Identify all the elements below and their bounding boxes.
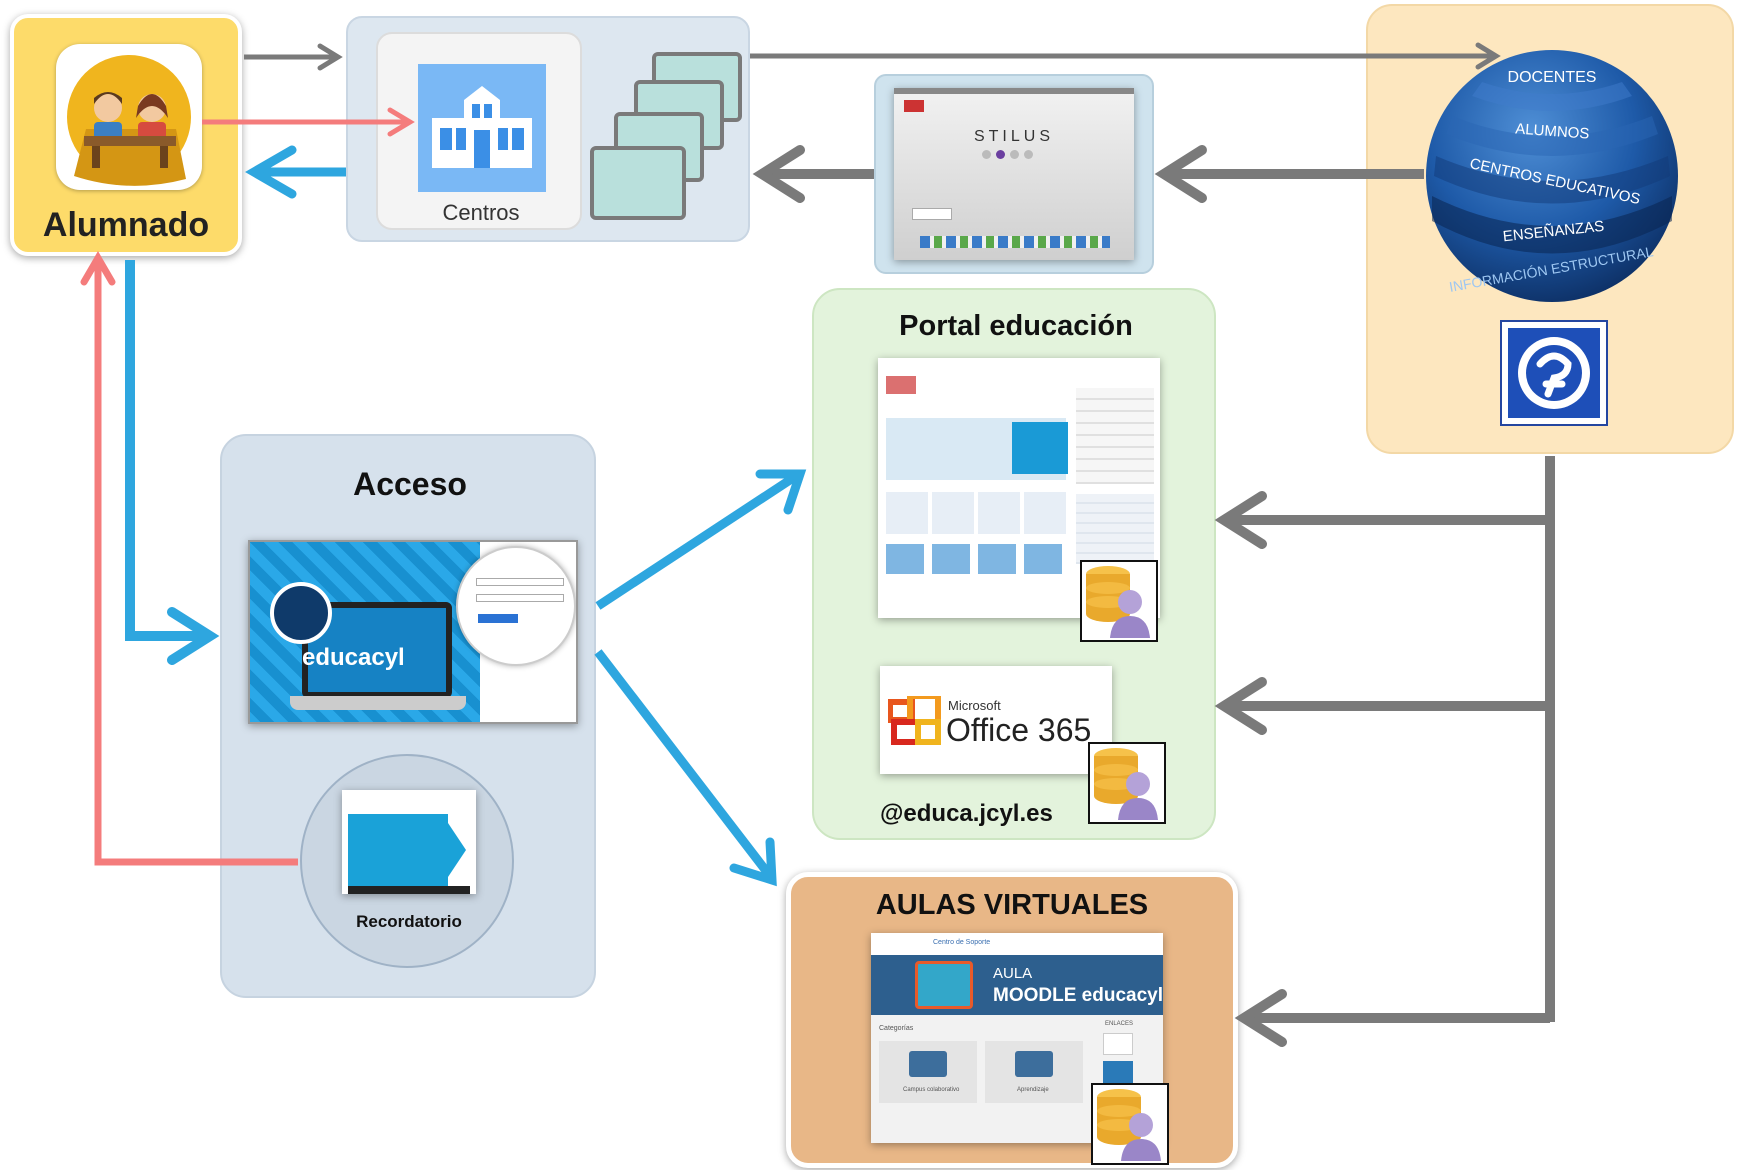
centros-group: Centros	[346, 16, 750, 242]
sphere-panel: DOCENTES ALUMNOS CENTROS EDUCATIVOS ENSE…	[1366, 4, 1734, 454]
alumnado-label: Alumnado	[42, 206, 210, 244]
database-user-icon	[1097, 1089, 1161, 1161]
school-building-icon	[432, 86, 532, 168]
moodle-categorias: Categorías	[879, 1025, 914, 1032]
folder-icon	[909, 1051, 947, 1077]
screen-layer-1	[590, 146, 686, 220]
folder-icon	[1015, 1051, 1053, 1077]
stilus-screenshot: STILUS	[894, 88, 1134, 260]
school-icon-tile	[418, 64, 546, 192]
moodle-enlaces: ENLACES	[1105, 1021, 1134, 1027]
moodle-aula-line2: MOODLE educacyl	[993, 985, 1163, 1006]
office-name: Office 365	[946, 712, 1092, 748]
sphere-layer-alumnos: ALUMNOS	[1515, 120, 1590, 142]
moodle-aula-line1: AULA	[993, 965, 1033, 982]
acceso-title: Acceso	[353, 466, 467, 502]
aulas-title: AULAS VIRTUALES	[875, 889, 1149, 921]
educacyl-logo-circle	[270, 582, 332, 644]
recordatorio-circle[interactable]: Recordatorio	[300, 754, 514, 968]
stilus-logo-icon	[1508, 328, 1600, 418]
office-db-user-icon	[1088, 742, 1166, 824]
structural-info-sphere[interactable]: DOCENTES ALUMNOS CENTROS EDUCATIVOS ENSE…	[1422, 46, 1682, 306]
portal-panel: Portal educación Microsoft Office 365	[812, 288, 1216, 840]
category-card-1[interactable]: Campus colaborativo	[879, 1041, 977, 1103]
stilus-panel[interactable]: STILUS	[874, 74, 1154, 274]
centros-card[interactable]: Centros	[376, 32, 582, 230]
alumnado-icon-frame	[56, 44, 202, 190]
portal-db-user-icon	[1080, 560, 1158, 642]
sphere-layer-docentes: DOCENTES	[1508, 69, 1597, 86]
moodle-screenshot[interactable]: Centro de Soporte AULA MOODLE educacyl C…	[871, 933, 1163, 1143]
alumnado-node[interactable]: Alumnado	[10, 14, 242, 256]
email-domain: @educa.jcyl.es	[880, 800, 1053, 827]
book-icon	[915, 961, 973, 1009]
arrow-alumnado-acceso	[125, 260, 206, 641]
category-1-label: Campus colaborativo	[903, 1087, 960, 1093]
portal-title: Portal educación	[899, 310, 1133, 342]
office-brand: Microsoft	[948, 698, 1001, 713]
recordatorio-label: Recordatorio	[356, 912, 462, 931]
category-card-2[interactable]: Aprendizaje	[985, 1041, 1083, 1103]
category-2-label: Aprendizaje	[1017, 1087, 1049, 1093]
aulas-panel: AULAS VIRTUALES Centro de Soporte AULA M…	[786, 872, 1238, 1168]
office-logo-icon	[888, 696, 941, 745]
recordatorio-screenshot	[342, 790, 476, 894]
educacyl-login-screenshot[interactable]: educacyl	[248, 540, 578, 724]
database-user-icon	[1086, 566, 1150, 638]
educacyl-logo-text: educacyl	[302, 644, 405, 671]
moodle-soporte: Centro de Soporte	[933, 939, 991, 946]
centros-label: Centros	[442, 200, 520, 225]
database-user-icon	[1094, 748, 1158, 820]
arrow-acceso-aulas	[594, 649, 774, 879]
students-icon	[67, 55, 191, 186]
aulas-db-user-icon	[1091, 1083, 1169, 1165]
stilus-logo-tile[interactable]	[1500, 320, 1608, 426]
acceso-panel: Acceso educacyl Recordatorio	[220, 434, 596, 998]
arrow-acceso-portal	[595, 472, 799, 610]
office365-card[interactable]: Microsoft Office 365	[880, 666, 1112, 774]
stilus-name: STILUS	[973, 128, 1054, 145]
